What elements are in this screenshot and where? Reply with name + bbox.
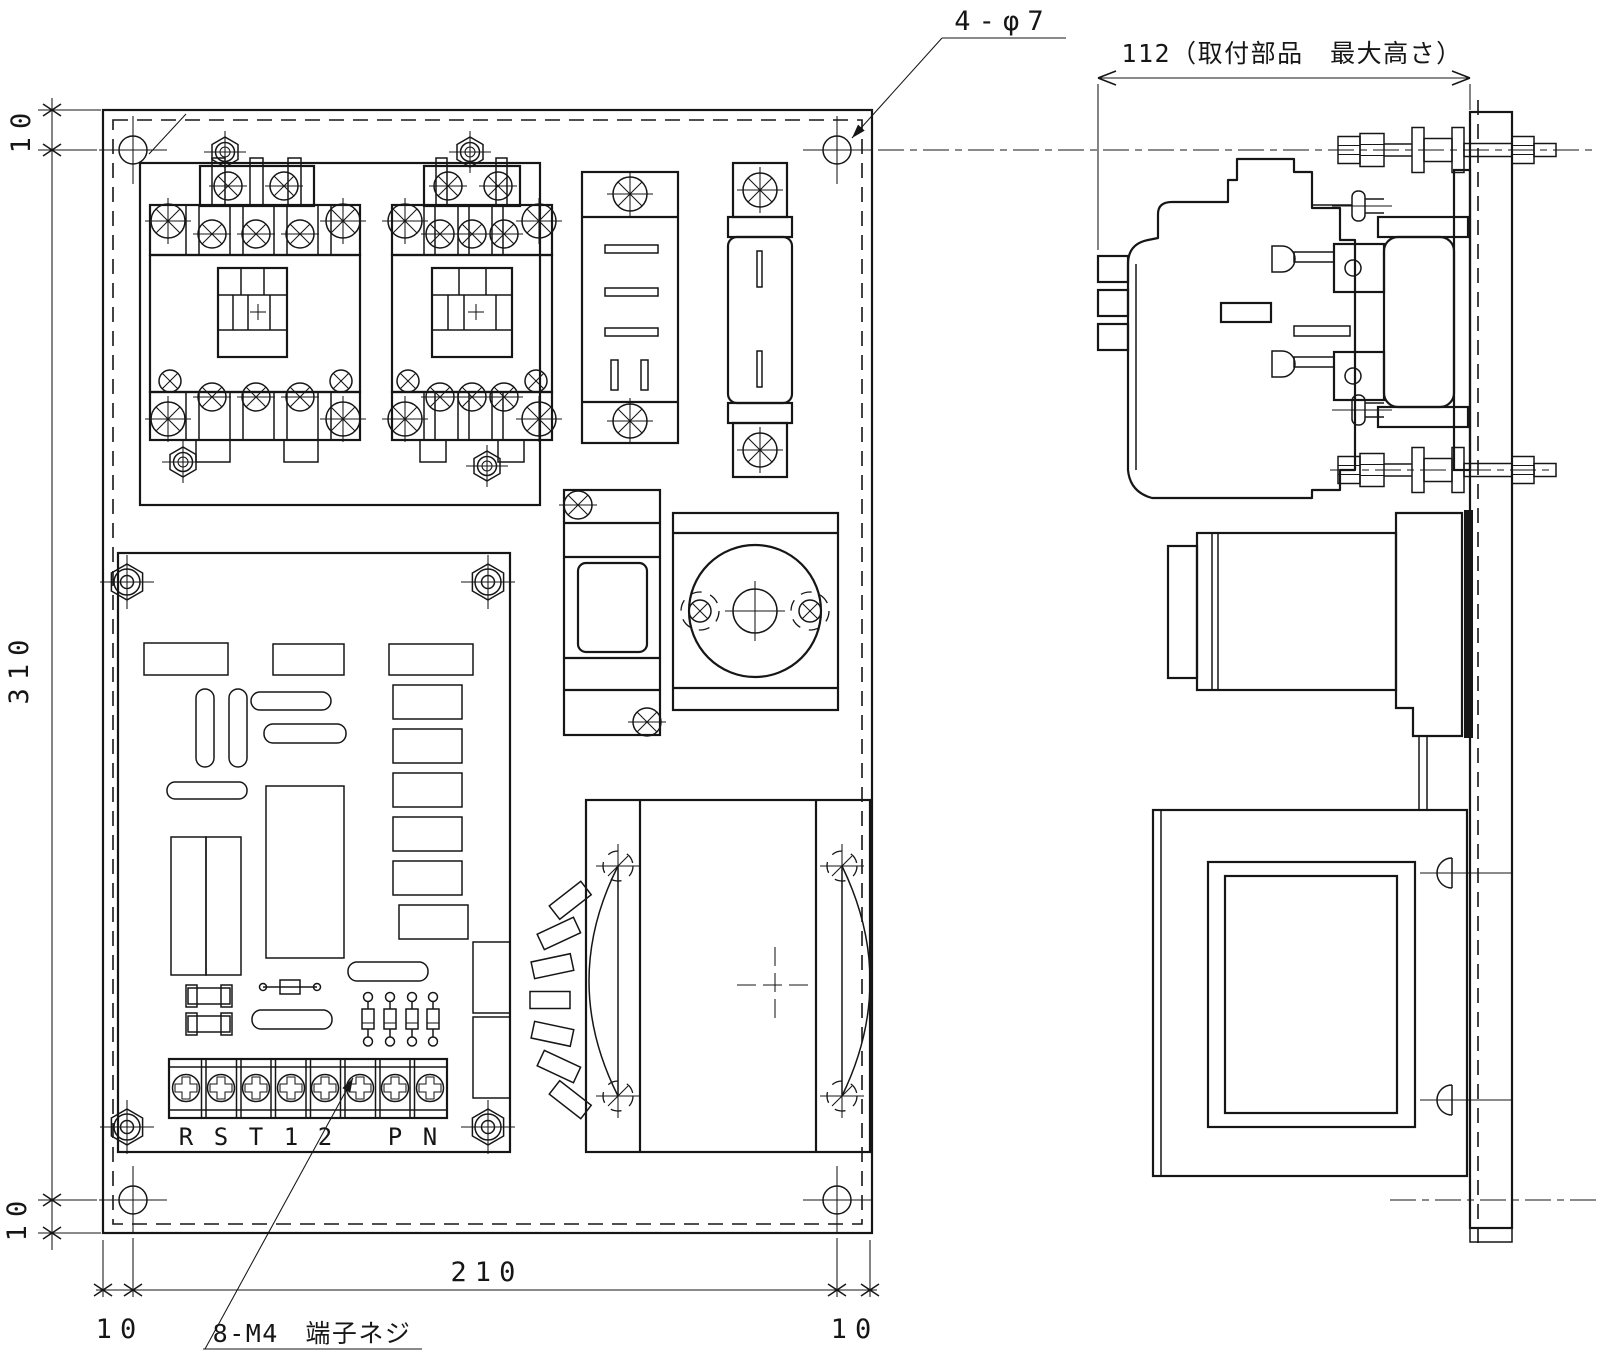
dim-max-height-text: 112（取付部品 最大高さ） — [1121, 39, 1462, 68]
callout-holes: 4-φ7 — [148, 6, 1066, 155]
terminal-label-1: 1 — [284, 1123, 298, 1151]
coil-bracket-side — [1332, 168, 1472, 472]
terminal-label-n: N — [423, 1123, 437, 1151]
relay-timer — [558, 488, 667, 737]
mounting-hole — [98, 115, 168, 185]
contactor-window — [216, 266, 289, 359]
contactor-a — [144, 130, 367, 463]
panel-cover-dashed-outline — [112, 119, 863, 1225]
diode — [258, 979, 322, 995]
base-panel-outline — [101, 108, 874, 1235]
contactor-window — [430, 266, 514, 359]
side-panel-plate — [1468, 110, 1514, 1230]
dim-top-margin-text: 10 — [6, 105, 37, 154]
transformer-leads — [529, 880, 593, 1120]
callout-terminal-screws: 8-M4 端子ネジ — [203, 1075, 422, 1350]
mounting-hole — [802, 115, 872, 185]
capacitor-clamp — [671, 511, 840, 712]
dim-bottom-row: 210 10 10 — [93, 1238, 880, 1345]
fuse-holder — [726, 161, 794, 479]
contactor-side — [1096, 157, 1386, 500]
dim-bottom-margin-text: 10 — [2, 1193, 33, 1242]
dim-width-text: 210 — [450, 1257, 523, 1288]
contactor-subplate — [138, 161, 542, 507]
pcb: R S T 1 2 P N — [99, 551, 516, 1155]
dim-left-margin-text: 10 — [96, 1314, 145, 1345]
capacitor-side — [1166, 510, 1473, 810]
terminal-label-s: S — [214, 1123, 228, 1151]
callout-holes-text: 4-φ7 — [954, 6, 1051, 37]
terminal-block: R S T 1 2 P N — [167, 1057, 449, 1151]
dim-right-margin-text: 10 — [831, 1314, 880, 1345]
contactor-b — [381, 130, 563, 463]
side-view — [878, 100, 1598, 1252]
callout-terminal-text: 8-M4 端子ネジ — [213, 1319, 412, 1348]
callouts: 4-φ7 8-M4 端子ネジ — [148, 6, 1066, 1350]
terminal-label-2: 2 — [318, 1123, 332, 1151]
terminal-label-r: R — [179, 1123, 194, 1151]
transformer-plan — [529, 798, 872, 1154]
dim-height-text: 310 — [4, 631, 35, 704]
dimensions: 112（取付部品 最大高さ） 10 310 10 — [2, 39, 1471, 1345]
plan-view: R S T 1 2 P N — [98, 108, 874, 1235]
terminal-label-t: T — [249, 1123, 263, 1151]
relay-socket — [580, 170, 680, 445]
dim-max-height: 112（取付部品 最大高さ） — [1097, 39, 1471, 250]
transformer-side — [1151, 808, 1512, 1178]
terminal-label-p: P — [388, 1123, 402, 1151]
dim-left-column: 10 310 10 — [2, 98, 101, 1250]
